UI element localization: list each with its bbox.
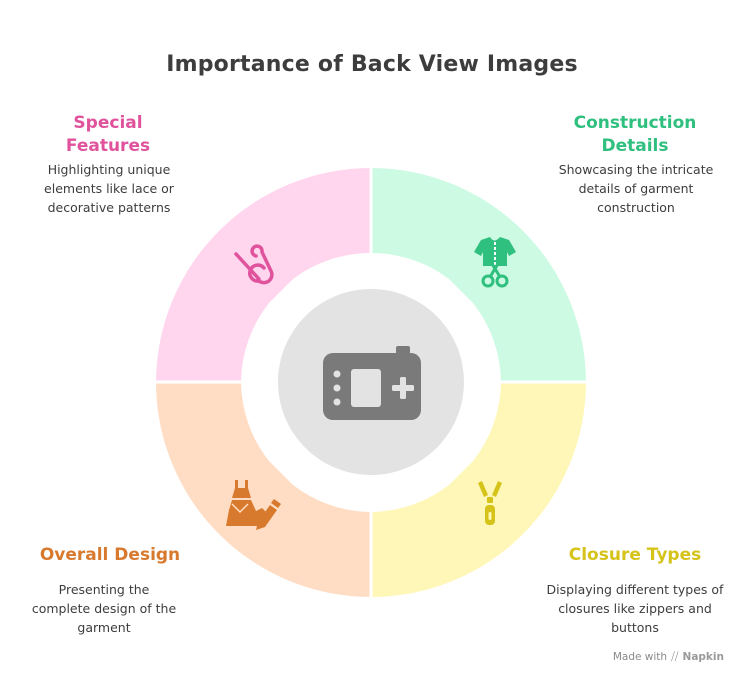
quadrant-special-features bbox=[156, 168, 371, 382]
napkin-logo-icon: ⧸⧸ bbox=[671, 650, 679, 663]
quadrant-overall-design bbox=[156, 382, 371, 597]
label-overall-design: Overall Design bbox=[39, 545, 181, 565]
footer-brand: Napkin bbox=[682, 651, 724, 663]
safety-pin-icon bbox=[234, 244, 274, 285]
desc-overall-design: Presenting the complete design of the ga… bbox=[31, 582, 177, 635]
label-closure-types: Closure Types bbox=[568, 545, 702, 565]
camera-plus-icon bbox=[323, 346, 421, 420]
garment-scissors-icon bbox=[474, 237, 516, 288]
page-title: Importance of Back View Images bbox=[166, 52, 578, 77]
desc-special-features: Highlighting unique elements like lace o… bbox=[44, 162, 174, 215]
footer-credit: Made with ⧸⧸ Napkin bbox=[613, 650, 724, 664]
desc-closure-types: Displaying different types of closures l… bbox=[546, 582, 724, 635]
label-construction-details: Construction Details bbox=[573, 113, 697, 156]
zipper-icon bbox=[478, 481, 502, 525]
footer-made-with: Made with bbox=[612, 651, 668, 663]
desc-construction-details: Showcasing the intricate details of garm… bbox=[558, 162, 714, 215]
quadrant-closure-types bbox=[371, 382, 586, 597]
dress-pencil-icon bbox=[226, 480, 281, 530]
quadrant-construction-details bbox=[371, 168, 586, 382]
label-special-features: Special Features bbox=[65, 113, 151, 156]
